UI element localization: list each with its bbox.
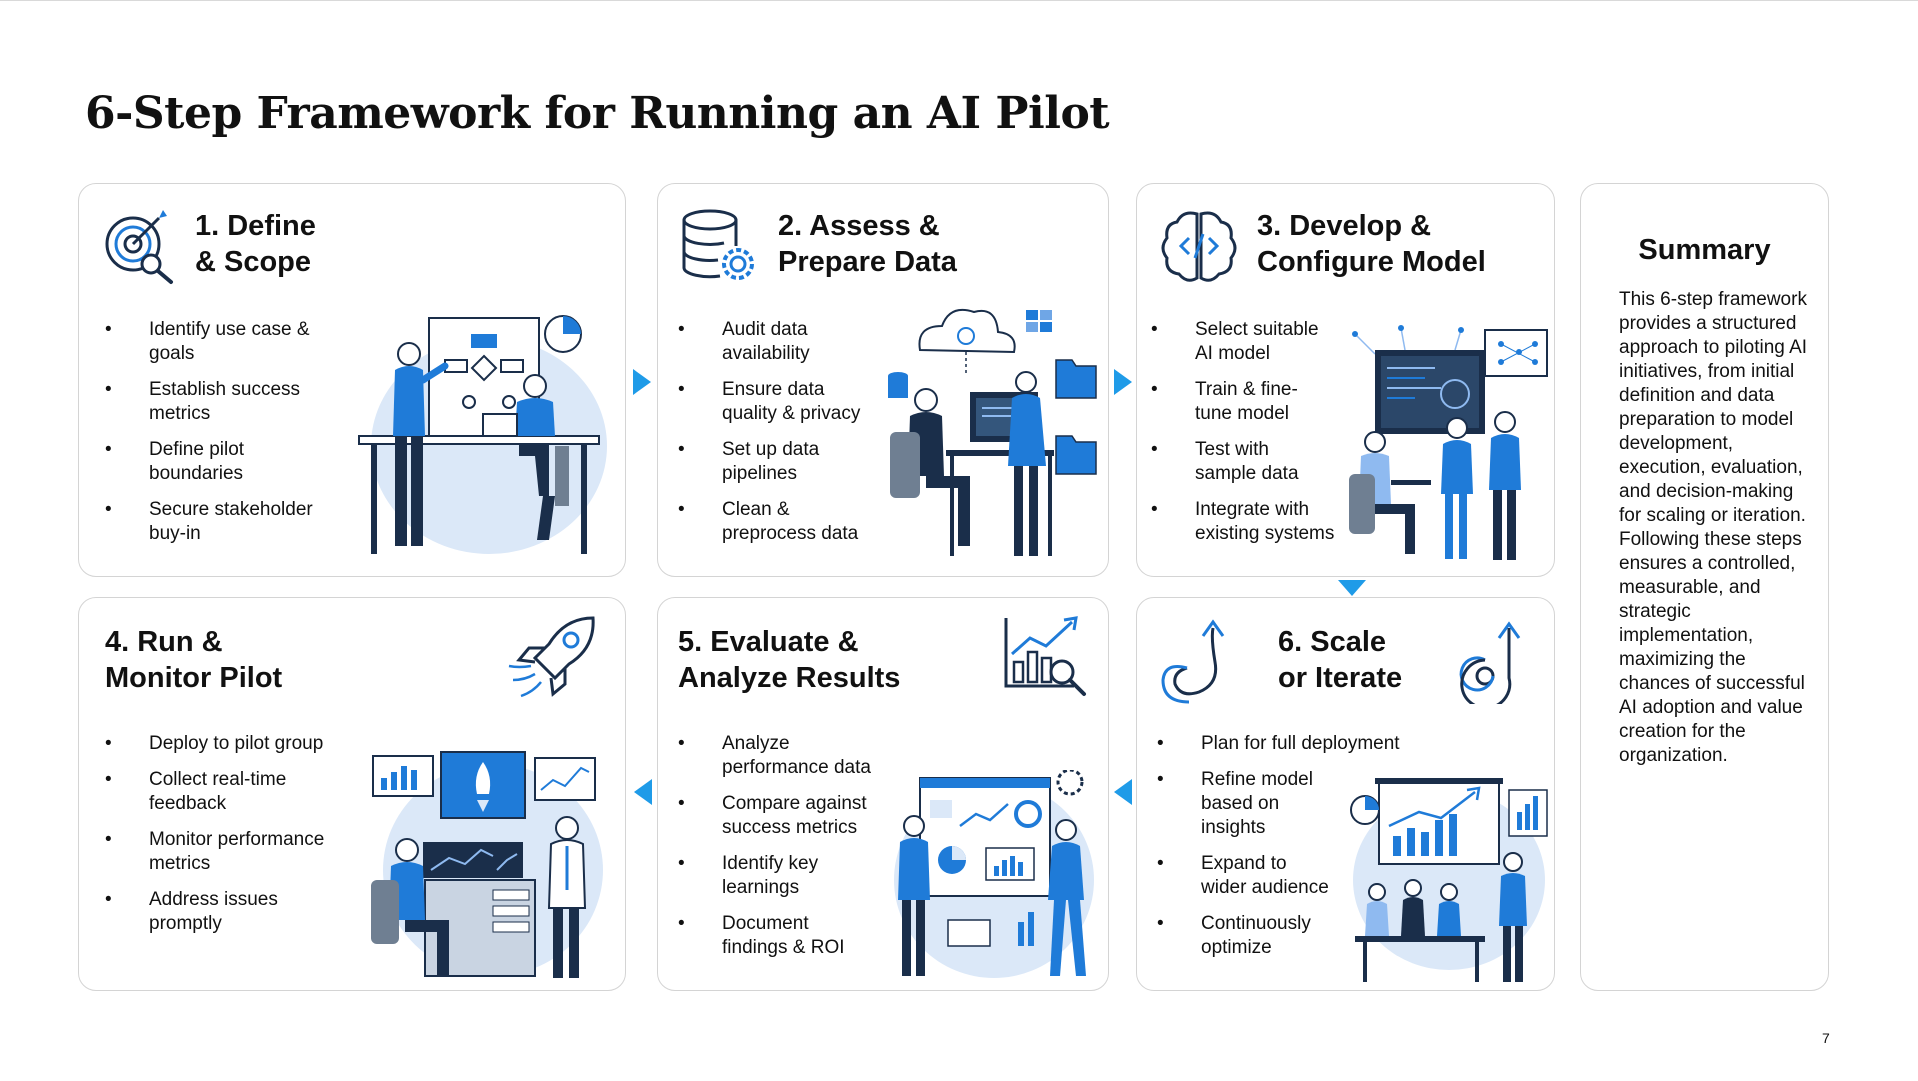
spiral-arrow-icon xyxy=(1161,619,1225,704)
step-card-scale-or-iterate: 6. Scale or Iterate Plan for full deploy… xyxy=(1136,597,1555,991)
bullet-item: Select suitable AI model xyxy=(1151,318,1371,366)
bullet-item: Document findings & ROI xyxy=(678,912,908,960)
bullet-item: Secure stakeholder buy-in xyxy=(105,498,345,546)
brain-code-icon xyxy=(1161,211,1237,282)
bullet-item: Test with sample data xyxy=(1151,438,1371,486)
bullet-item: Deploy to pilot group xyxy=(105,732,365,756)
bullet-item: Establish success metrics xyxy=(105,378,345,426)
flow-arrow-right xyxy=(633,369,651,395)
flow-arrow-left xyxy=(634,779,652,805)
chart-magnifier-icon xyxy=(1004,616,1086,696)
step-title: 6. Scale or Iterate xyxy=(1278,626,1403,694)
bullet-item: Define pilot boundaries xyxy=(105,438,345,486)
summary-text: This 6-step framework provides a structu… xyxy=(1619,289,1808,766)
bullet-item: Analyze performance data xyxy=(678,732,908,780)
step-title: 2. Assess & Prepare Data xyxy=(778,210,957,278)
summary-card: Summary This 6-step framework provides a… xyxy=(1580,183,1829,991)
analysts-dashboard-illustration xyxy=(894,770,1094,978)
bullet-item: Identify use case & goals xyxy=(105,318,345,366)
bullet-item: Collect real-time feedback xyxy=(105,768,365,816)
step-card-develop-configure-model: 3. Develop & Configure Model Select suit… xyxy=(1136,183,1555,577)
bullet-item: Monitor performance metrics xyxy=(105,828,365,876)
summary-title: Summary xyxy=(1638,234,1771,266)
step-bullets: Audit data availability Ensure data qual… xyxy=(678,318,903,558)
planning-team-illustration xyxy=(358,315,607,554)
bullet-item: Identify key learnings xyxy=(678,852,908,900)
top-divider xyxy=(0,0,1918,1)
presentation-team-illustration xyxy=(1350,778,1548,982)
monitoring-center-illustration xyxy=(371,751,603,978)
database-gear-icon xyxy=(682,209,754,280)
step-card-evaluate-analyze-results: 5. Evaluate & Analyze Results Analyze pe… xyxy=(657,597,1109,991)
flow-arrow-right xyxy=(1114,369,1132,395)
bullet-item: Integrate with existing systems xyxy=(1151,498,1371,546)
bullet-item: Plan for full deployment xyxy=(1157,732,1407,756)
data-engineers-illustration xyxy=(888,308,1097,556)
bullet-item: Refine model based on insights xyxy=(1157,768,1407,840)
bullet-item: Audit data availability xyxy=(678,318,903,366)
bullet-item: Expand to wider audience xyxy=(1157,852,1407,900)
step-title: 3. Develop & Configure Model xyxy=(1257,210,1486,278)
bullet-item: Compare against success metrics xyxy=(678,792,908,840)
step-bullets: Analyze performance data Compare against… xyxy=(678,732,908,972)
step-bullets: Plan for full deployment Refine model ba… xyxy=(1157,732,1407,972)
bullet-item: Train & fine- tune model xyxy=(1151,378,1371,426)
target-magnifier-icon xyxy=(105,210,173,284)
rocket-icon xyxy=(508,616,595,698)
step-title: 1. Define & Scope xyxy=(195,210,316,278)
step-title: 5. Evaluate & Analyze Results xyxy=(678,626,901,694)
flow-arrow-left xyxy=(1114,779,1132,805)
model-developers-illustration xyxy=(1349,325,1548,560)
bullet-item: Set up data pipelines xyxy=(678,438,903,486)
bullet-item: Continuously optimize xyxy=(1157,912,1407,960)
bullet-item: Clean & preprocess data xyxy=(678,498,903,546)
bullet-item: Ensure data quality & privacy xyxy=(678,378,903,426)
step-title: 4. Run & Monitor Pilot xyxy=(105,626,283,694)
bullet-item: Address issues promptly xyxy=(105,888,365,936)
step-card-run-monitor-pilot: 4. Run & Monitor Pilot Deploy to pilot g… xyxy=(78,597,626,991)
page-title: 6-Step Framework for Running an AI Pilot xyxy=(85,88,1110,139)
page-number: 7 xyxy=(1822,1030,1830,1046)
spiral-arrow-icon xyxy=(1459,621,1521,704)
step-card-define-scope: 1. Define & Scope Identify use case & go… xyxy=(78,183,626,577)
step-card-assess-prepare-data: 2. Assess & Prepare Data Audit data avai… xyxy=(657,183,1109,577)
step-bullets: Identify use case & goals Establish succ… xyxy=(105,318,345,558)
step-bullets: Select suitable AI model Train & fine- t… xyxy=(1151,318,1371,558)
step-bullets: Deploy to pilot group Collect real-time … xyxy=(105,732,365,948)
flow-arrow-down xyxy=(1338,580,1366,596)
